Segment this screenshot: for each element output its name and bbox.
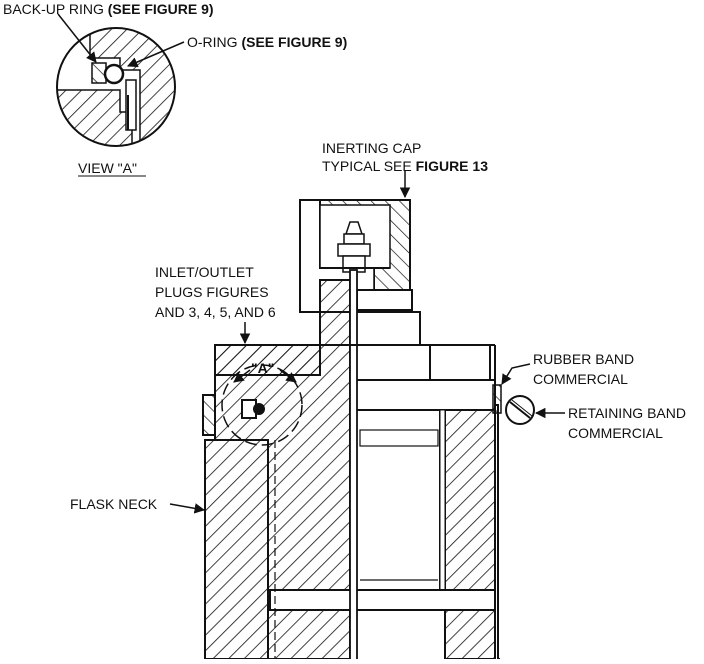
retaining-band-label-line2: COMMERCIAL <box>568 425 663 441</box>
backup-ring-leader <box>57 13 97 63</box>
view-a-caption: VIEW "A" <box>78 160 137 176</box>
inlet-outlet-plug <box>202 394 265 436</box>
inlet-outlet-label-line1: INLET/OUTLET <box>155 264 254 280</box>
detail-a-arrow-right <box>279 369 297 383</box>
flask-neck-leader <box>169 503 206 514</box>
detail-a-arrow-left <box>233 369 251 383</box>
retaining-band <box>505 395 535 425</box>
o-ring-label: O-RING (SEE FIGURE 9) <box>187 34 347 50</box>
inlet-outlet-label-line3: AND 3, 4, 5, AND 6 <box>155 304 276 320</box>
view-a-detail <box>56 13 185 147</box>
retaining-band-label-line1: RETAINING BAND <box>568 405 686 421</box>
rubber-band-label-line2: COMMERCIAL <box>533 371 628 387</box>
inerting-cap-label-line1: INERTING CAP <box>322 140 421 156</box>
valve-body <box>204 269 500 661</box>
o-ring-shape <box>103 63 125 85</box>
detail-a-circle <box>221 364 303 446</box>
inerting-cap-label-line2: TYPICAL SEE FIGURE 13 <box>322 158 488 174</box>
o-ring-leader <box>127 41 185 68</box>
flask-neck-label: FLASK NECK <box>70 496 158 512</box>
backup-ring-label: BACK-UP RING (SEE FIGURE 9) <box>3 1 214 17</box>
inerting-cap <box>299 199 411 313</box>
rubber-band <box>492 384 502 414</box>
inlet-outlet-label-line2: PLUGS FIGURES <box>155 284 269 300</box>
detail-a-marker: "A" <box>251 360 274 376</box>
rubber-band-leader <box>501 363 531 385</box>
rubber-band-label-line1: RUBBER BAND <box>533 351 634 367</box>
